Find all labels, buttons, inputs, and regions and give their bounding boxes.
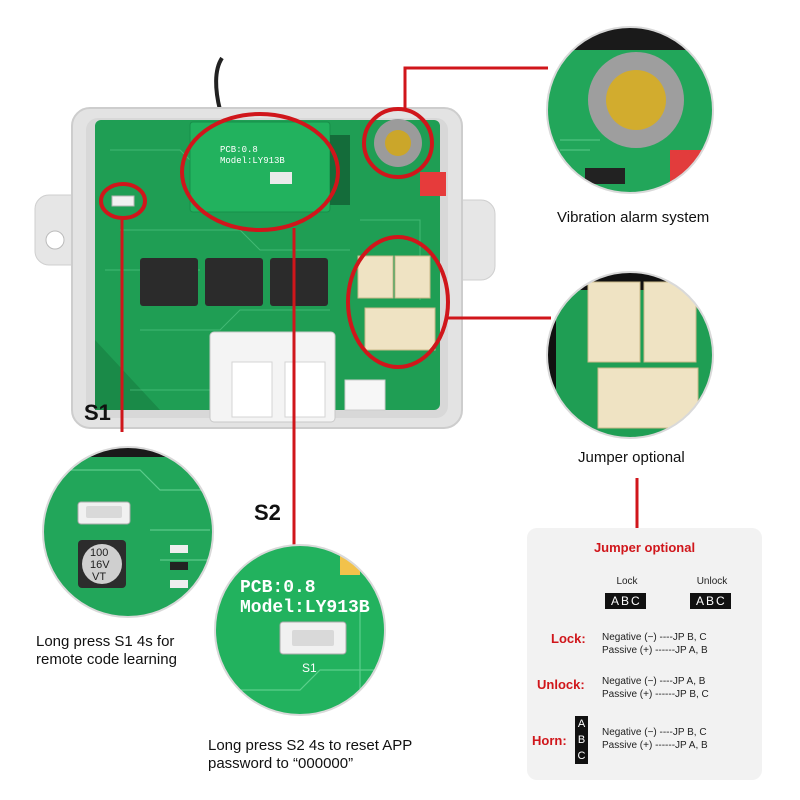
s1-label: S1 [84, 400, 111, 425]
pcb-version-text: PCB:0.8 [240, 578, 316, 598]
zoom-s1-button [43, 447, 213, 617]
jumper-info-panel: Jumper optional [527, 528, 762, 780]
s1-caption-line1: Long press S1 4s for [36, 633, 175, 650]
lock-row-passive: Passive (+) ------JP A, B [602, 645, 708, 656]
callout-lines [120, 66, 639, 550]
horn-row-negative: Negative (−) ----JP B, C [602, 727, 707, 738]
panel-title: Jumper optional [593, 540, 696, 555]
horn-letter-a: A [577, 718, 586, 730]
lock-tag: Lock [616, 576, 638, 587]
unlock-row-passive: Passive (+) ------JP B, C [602, 689, 709, 700]
s1-caption-line2: remote code learning [36, 651, 177, 668]
unlock-tag: Unlock [696, 576, 728, 587]
pcb-model-text: Model:LY913B [240, 598, 370, 618]
horn-letter-c: C [577, 750, 586, 762]
s2-caption-line2: password to “000000” [208, 755, 354, 772]
svg-text:PCB:0.8: PCB:0.8 [220, 145, 258, 155]
capacitor-label-2: 16V [90, 559, 110, 571]
pcb-button-s1-text: S1 [302, 661, 317, 675]
s2-label: S2 [254, 500, 281, 525]
capacitor-label-1: 100 [90, 547, 108, 559]
main-pcb: PCB:0.8 Model:LY913B [95, 119, 446, 423]
lock-row-title: Lock: [551, 631, 586, 646]
horn-abc-block: A B C [575, 716, 588, 764]
unlock-row-negative: Negative (−) ----JP A, B [602, 676, 706, 687]
svg-text:Model:LY913B: Model:LY913B [220, 156, 285, 166]
lock-abc-block: ABC [605, 593, 646, 609]
lock-row-negative: Negative (−) ----JP B, C [602, 632, 707, 643]
capacitor-label-3: VT [92, 571, 106, 583]
zoom-s2-button [215, 545, 385, 715]
unlock-row-title: Unlock: [537, 677, 585, 692]
zoom-vibration-sensor [547, 27, 713, 193]
horn-letter-b: B [577, 734, 586, 746]
zoom-jumper-pads [547, 272, 713, 438]
unlock-abc-block: ABC [690, 593, 731, 609]
jumper-caption: Jumper optional [578, 449, 685, 466]
horn-row-passive: Passive (+) ------JP A, B [602, 740, 708, 751]
s2-caption-line1: Long press S2 4s to reset APP [208, 737, 413, 754]
vibration-caption: Vibration alarm system [557, 209, 710, 226]
horn-row-title: Horn: [532, 733, 567, 748]
